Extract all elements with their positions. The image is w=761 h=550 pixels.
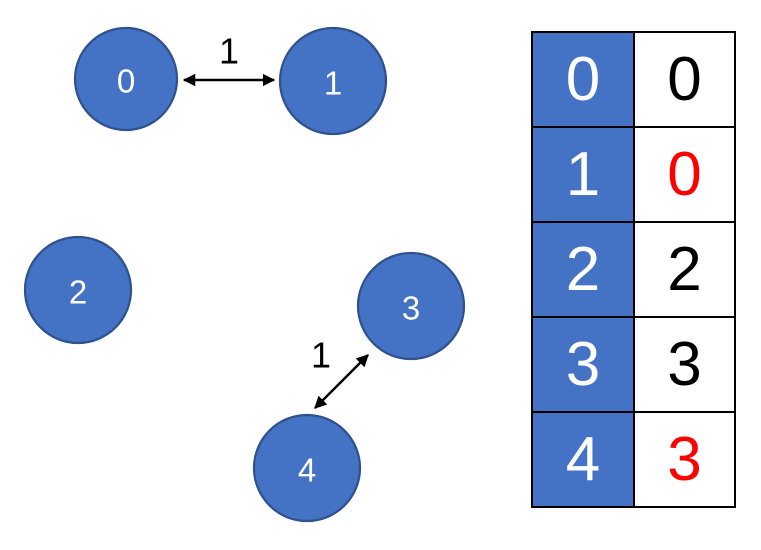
edge-weight-3-4: 1 bbox=[311, 335, 331, 376]
node-id-cell: 4 bbox=[531, 411, 635, 508]
distance-value-cell: 3 bbox=[633, 411, 736, 508]
node-circle-1 bbox=[278, 26, 388, 136]
node-circle-3 bbox=[356, 251, 466, 361]
distance-value-cell: 0 bbox=[633, 31, 736, 128]
node-label-2: 2 bbox=[69, 274, 87, 311]
distance-value-cell: 2 bbox=[633, 221, 736, 318]
node-id-cell: 3 bbox=[531, 316, 635, 413]
node-label-4: 4 bbox=[298, 452, 316, 489]
node-circle-2 bbox=[23, 235, 133, 345]
edge-3-4 bbox=[314, 354, 369, 409]
node-circle-4 bbox=[252, 413, 362, 523]
node-label-1: 1 bbox=[324, 65, 342, 102]
node-id-cell: 2 bbox=[531, 221, 635, 318]
distance-value-cell: 3 bbox=[633, 316, 736, 413]
graph-node-0: 0 bbox=[73, 26, 179, 132]
graph-node-2: 2 bbox=[23, 235, 133, 345]
node-label-3: 3 bbox=[402, 290, 420, 327]
graph-node-3: 3 bbox=[356, 251, 466, 361]
graph-node-4: 4 bbox=[252, 413, 362, 523]
node-id-cell: 0 bbox=[531, 31, 635, 128]
node-layer: 0 1 2 3 4 bbox=[23, 26, 466, 523]
node-id-cell: 1 bbox=[531, 126, 635, 223]
graph-node-1: 1 bbox=[278, 26, 388, 136]
edge-layer: 11 bbox=[182, 31, 369, 409]
node-label-0: 0 bbox=[117, 63, 135, 100]
distance-value-cell: 0 bbox=[633, 126, 736, 223]
node-circle-0 bbox=[73, 26, 179, 132]
edge-weight-0-1: 1 bbox=[219, 31, 239, 72]
